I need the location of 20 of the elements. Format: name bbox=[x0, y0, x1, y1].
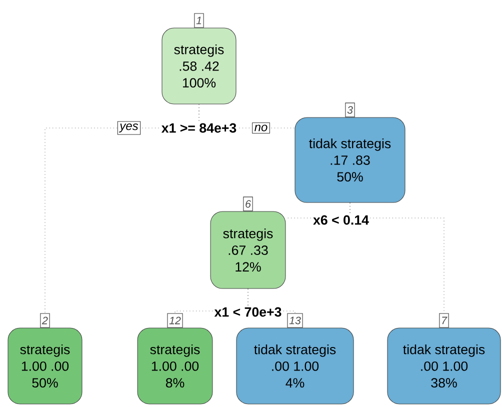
node-number-tag: 2 bbox=[40, 313, 50, 328]
node-number-tag: 1 bbox=[194, 13, 204, 28]
edge-label: yes bbox=[117, 121, 141, 135]
tree-node-box: strategis .67 .33 12% bbox=[210, 211, 286, 289]
split-rule-label: x6 < 0.14 bbox=[312, 214, 370, 226]
node-number-tag: 7 bbox=[439, 313, 449, 328]
tree-node-box: strategis 1.00 .00 50% bbox=[8, 328, 82, 404]
tree-node-box: tidak strategis .00 1.00 4% bbox=[236, 328, 354, 404]
tree-node-box: tidak strategis .17 .83 50% bbox=[294, 117, 406, 203]
split-rule-label: x1 >= 84e+3 bbox=[160, 122, 238, 134]
split-rule-label: x1 < 70e+3 bbox=[213, 306, 283, 318]
edge-label: no bbox=[252, 122, 270, 134]
tree-node-box: tidak strategis .00 1.00 38% bbox=[387, 328, 501, 404]
node-number-tag: 6 bbox=[243, 196, 253, 212]
node-number-tag: 13 bbox=[287, 313, 303, 328]
tree-node-box: strategis 1.00 .00 8% bbox=[137, 328, 213, 404]
node-number-tag: 3 bbox=[345, 102, 355, 118]
connector-line bbox=[350, 202, 444, 314]
tree-node-box: strategis .58 .42 100% bbox=[162, 28, 236, 104]
node-number-tag: 12 bbox=[167, 313, 183, 328]
